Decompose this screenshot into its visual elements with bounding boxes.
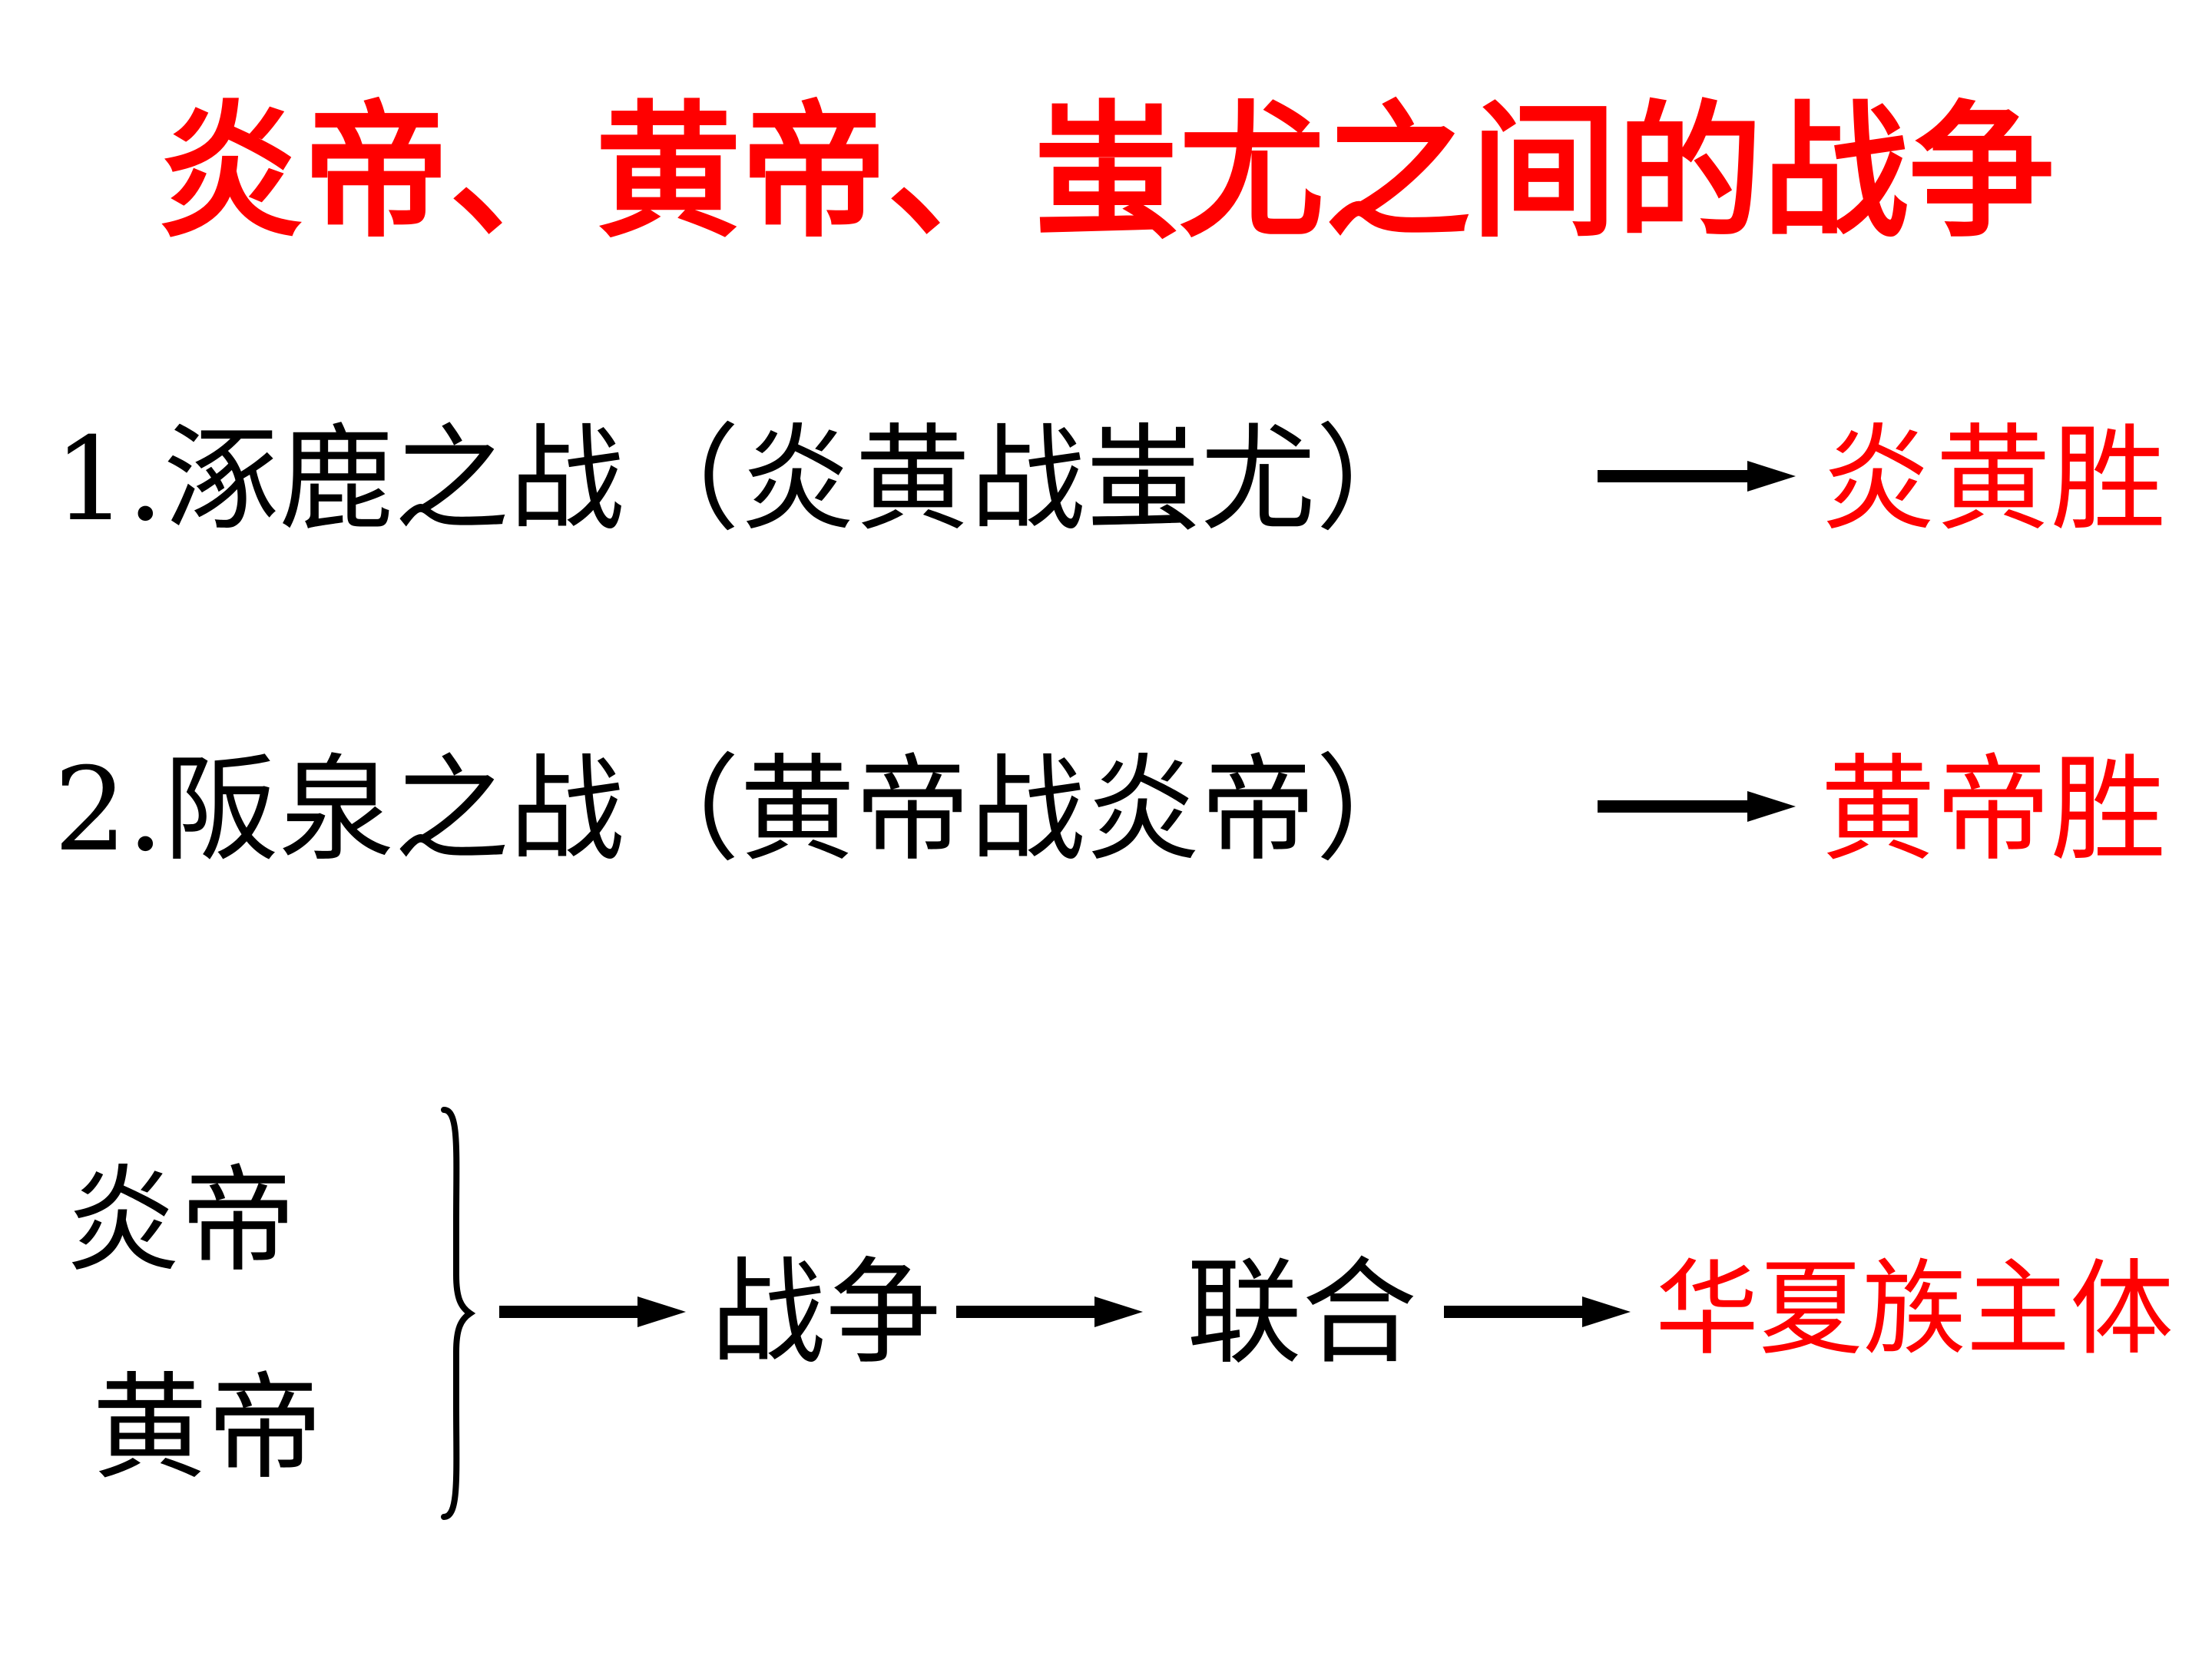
right-brace-icon	[441, 1107, 476, 1520]
battle-1-result: 炎黄胜	[1820, 413, 2167, 547]
party-yandi: 炎帝	[65, 1154, 296, 1288]
flow-result: 华夏族主体	[1655, 1249, 2174, 1369]
battle-2-arrow-icon	[1598, 791, 1796, 822]
battle-1-arrow-icon	[1598, 461, 1796, 492]
step-war: 战争	[710, 1247, 942, 1380]
battle-1-text: 1.涿鹿之战（炎黄战蚩尤）	[54, 413, 1432, 547]
battle-2-text: 2.阪泉之战（黄帝战炎帝）	[54, 743, 1432, 877]
page-title: 炎帝、黄帝、蚩尤之间的战争	[157, 88, 2055, 257]
battle-2-result: 黄帝胜	[1820, 743, 2167, 877]
party-huangdi: 黄帝	[92, 1362, 323, 1495]
flow-arrow-3-icon	[1444, 1296, 1631, 1327]
step-union: 联合	[1187, 1247, 1418, 1380]
flow-arrow-2-icon	[956, 1296, 1143, 1327]
flow-arrow-1-icon	[499, 1296, 686, 1327]
